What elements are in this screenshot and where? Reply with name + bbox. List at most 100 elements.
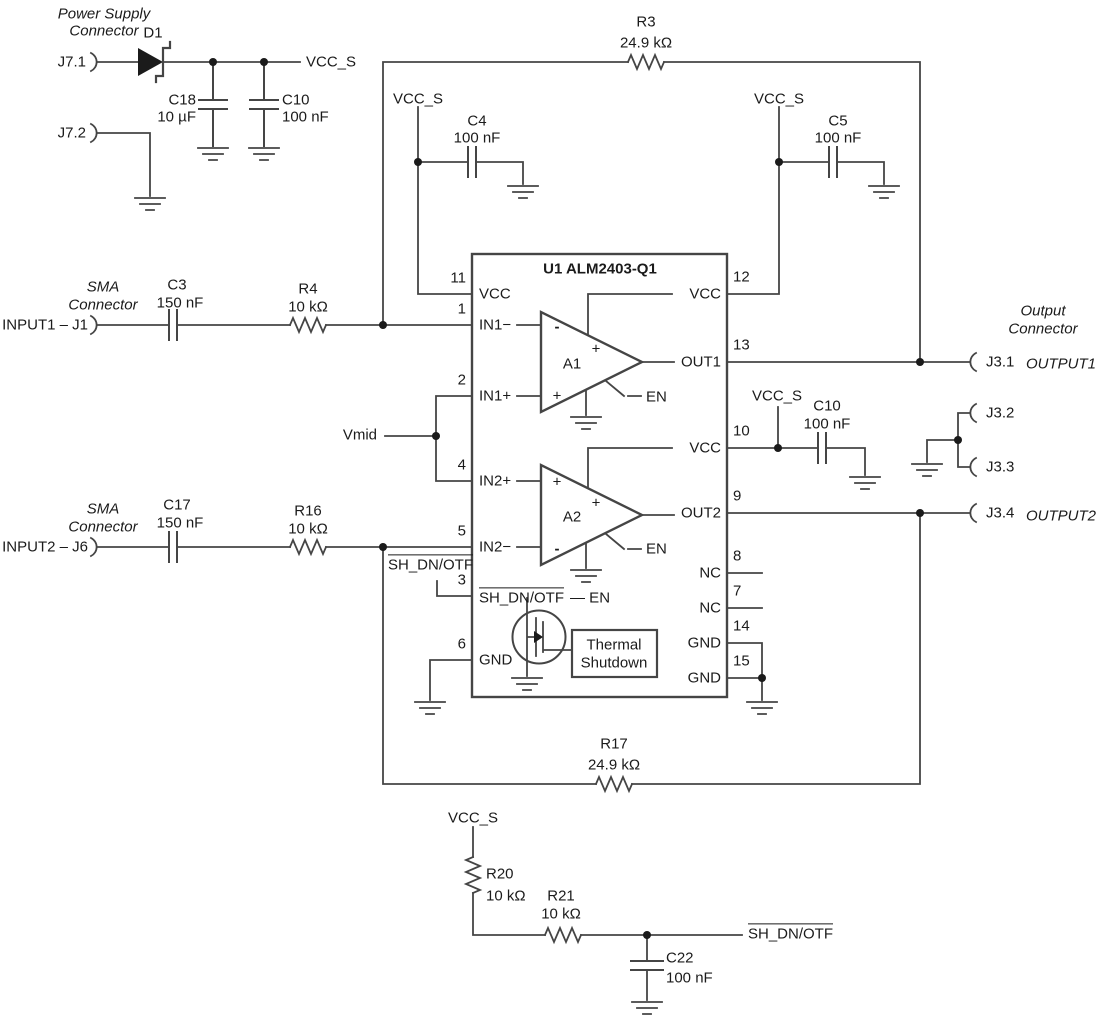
wire-nc-pins: [726, 572, 763, 609]
resistor-r16-value: 10 kΩ: [288, 520, 328, 538]
resistor-r17-value: 24.9 kΩ: [587, 756, 641, 774]
output2-signal-label: OUTPUT2: [1026, 507, 1097, 525]
junction-dot: [260, 58, 268, 66]
wire-j32-j33-bracket: [926, 412, 971, 468]
opamp-a1-plus-sign: +: [552, 387, 562, 405]
connector-arc-j1: [89, 314, 98, 336]
opamp-a2-label: A2: [562, 508, 582, 526]
wire-a2-inputs: [516, 480, 542, 548]
resistor-r3: [626, 52, 666, 72]
capacitor-c10-top-label: C10: [282, 91, 310, 109]
capacitor-c5: [828, 146, 838, 178]
junction-dots: [209, 58, 962, 939]
capacitor-c4: [467, 146, 477, 178]
wire-c5-to-ground: [836, 161, 885, 185]
junction-dot: [916, 358, 924, 366]
sma2-label-1: SMA: [86, 500, 120, 518]
capacitor-c3: [168, 309, 178, 341]
ground-c10-right: [849, 476, 881, 490]
ic-pin-label-gnd-6: GND: [479, 651, 513, 669]
wire-a1-inputs: [516, 324, 542, 397]
output1-signal-label: OUTPUT1: [1026, 355, 1097, 373]
pin-number-5: 5: [457, 522, 466, 540]
connector-arc-j6: [89, 536, 98, 558]
ic-shdn-en-text: — EN: [570, 589, 611, 607]
opamp-a1-supply-plus: +: [591, 340, 601, 358]
ic-shdn-overline-text: SH_DN/OTF: [479, 587, 565, 607]
opamp-a1-triangle: [539, 310, 645, 414]
pin-number-6: 6: [457, 635, 466, 653]
capacitor-c18-label: C18: [168, 91, 196, 109]
resistor-r17-label: R17: [600, 735, 628, 753]
net-label-shdn-bottom: SH_DN/OTF: [748, 923, 834, 943]
pin-number-15: 15: [733, 652, 750, 670]
output-connector-label-1: Output: [1020, 302, 1066, 320]
ground-j72: [134, 197, 166, 211]
sma2-label-2: Connector: [68, 518, 138, 536]
connector-pin-j33-label: J3.3: [986, 458, 1015, 476]
capacitor-c17-label: C17: [163, 496, 191, 514]
ic-pin-label-vcc-11: VCC: [479, 285, 511, 303]
junction-dot: [774, 444, 782, 452]
capacitor-c4-label: C4: [467, 112, 487, 130]
wire-a1-en: [604, 379, 642, 398]
opamp-a1-minus-sign: -: [554, 318, 560, 336]
resistor-r20-value: 10 kΩ: [486, 887, 526, 905]
thermal-shutdown-label-1: Thermal: [586, 636, 642, 654]
capacitor-c22-label: C22: [666, 949, 694, 967]
ic-pin-label-out1: OUT1: [680, 353, 721, 371]
capacitor-c5-label: C5: [828, 112, 848, 130]
wire-pin6-gnd: [429, 659, 473, 701]
input2-name: INPUT2 – J6: [2, 538, 88, 556]
net-label-shdn-external: SH_DN/OTF: [388, 554, 474, 573]
pin-number-9: 9: [733, 487, 742, 505]
pin-number-7: 7: [733, 582, 742, 600]
connector-arc-j33: [969, 456, 978, 478]
opamp-a1-en-label: EN: [646, 388, 667, 406]
opamp-a2-triangle: [539, 463, 645, 567]
net-label-vmid: Vmid: [342, 426, 377, 444]
sma1-label-1: SMA: [86, 278, 120, 296]
connector-pin-j32-label: J3.2: [986, 404, 1015, 422]
capacitor-c10-right-label: C10: [813, 397, 841, 415]
capacitor-c3-label: C3: [167, 276, 187, 294]
wire-vccs-c4: [417, 106, 473, 295]
power-connector-label-1: Power Supply: [57, 5, 151, 23]
resistor-r21: [543, 925, 583, 945]
resistor-r3-label: R3: [636, 13, 656, 31]
junction-dot: [643, 931, 651, 939]
connector-pin-j34-label: J3.4: [986, 504, 1015, 522]
opamp-a2-plus-sign: +: [552, 473, 562, 491]
connector-pin-j31-label: J3.1: [986, 353, 1015, 371]
capacitor-c18-value: 10 µF: [157, 108, 196, 126]
connector-arc-j34: [969, 502, 978, 524]
ground-pin6: [414, 701, 446, 715]
wire-shutdown-net: [472, 826, 743, 1001]
diode-d1-label: D1: [143, 24, 163, 42]
junction-dot: [379, 543, 387, 551]
ic-pin-label-in1-plus: IN1+: [479, 387, 512, 405]
resistor-r4-value: 10 kΩ: [288, 298, 328, 316]
net-label-vccs-c5: VCC_S: [753, 90, 805, 108]
pin-number-10: 10: [733, 422, 750, 440]
junction-dot: [379, 321, 387, 329]
ic-pin-label-gnd-14: GND: [687, 634, 721, 652]
input1-name: INPUT1 – J1: [2, 316, 88, 334]
mosfet-arrow: [534, 631, 543, 643]
ic-outline: [470, 252, 729, 699]
resistor-r21-value: 10 kΩ: [541, 905, 581, 923]
resistor-r3-value: 24.9 kΩ: [619, 34, 673, 52]
resistor-r16: [288, 537, 328, 557]
capacitor-c4-value: 100 nF: [453, 129, 501, 147]
ic-pin-label-out2: OUT2: [680, 504, 721, 522]
pin-number-12: 12: [733, 268, 750, 286]
ground-c22: [631, 1001, 663, 1015]
resistor-r20: [463, 855, 483, 895]
junction-dot: [954, 436, 962, 444]
resistor-r4: [288, 315, 328, 335]
junction-dot: [209, 58, 217, 66]
resistor-r4-label: R4: [298, 280, 318, 298]
capacitor-c10-top: [249, 61, 279, 147]
shdn-bottom-overline-text: SH_DN/OTF: [748, 923, 834, 943]
